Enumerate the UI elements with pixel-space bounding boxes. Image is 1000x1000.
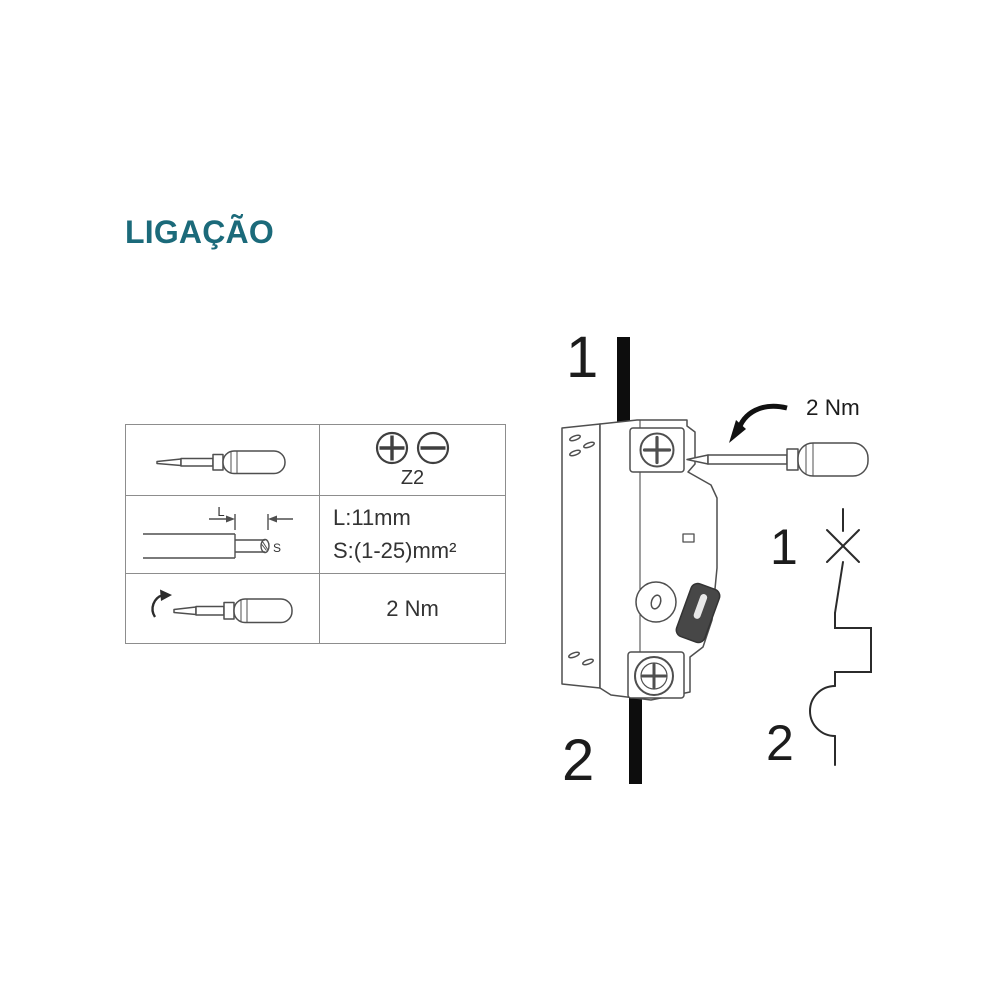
top-wire [617, 337, 630, 432]
circuit-breaker-drawing [561, 419, 721, 701]
toggle-lever [675, 582, 721, 644]
wire-section-dim-label: S [273, 541, 281, 555]
screwdriver-size-label: Z2 [400, 467, 425, 489]
status-window [682, 533, 695, 543]
spec-row-torque-value-cell: 2 Nm [320, 574, 505, 643]
torque-screwdriver-icon [150, 589, 293, 623]
slotted-screw-icon [416, 431, 449, 465]
schematic-bottom-terminal-number: 2 [766, 715, 794, 771]
vent-slot-icon [569, 434, 581, 442]
magnetic-coil [809, 685, 836, 737]
vent-slot-icon [582, 658, 594, 666]
vent-slot-icon [568, 651, 580, 659]
vent-slot-icon [583, 441, 595, 449]
torque-value-label: 2 Nm [806, 395, 860, 420]
thermal-element [834, 612, 872, 687]
strip-length-value: L:11mm [333, 505, 411, 530]
wire-strip-diagram: L S [143, 504, 293, 559]
switch-blade [834, 561, 844, 614]
spec-row-torque-cell [126, 574, 320, 643]
schematic-top-terminal-number: 1 [770, 519, 798, 575]
screwdriver-icon [155, 450, 286, 475]
spec-table: Z2 L S L:11mm S [125, 424, 506, 644]
vent-slot-icon [569, 449, 581, 457]
rotation-arrow-icon [150, 589, 172, 618]
toggle-pivot [635, 581, 677, 623]
page-title: LIGAÇÃO [125, 214, 274, 250]
spec-row-screw-type-cell: Z2 [320, 425, 505, 496]
screw-head-symbols [375, 431, 449, 465]
spec-row-tool-cell [126, 425, 320, 496]
breaker-schematic-symbol [809, 508, 872, 766]
torque-value: 2 Nm [386, 595, 439, 621]
bottom-wire-number: 2 [562, 728, 594, 793]
bottom-wire [629, 692, 642, 784]
spec-row-strip-cell: L S [126, 496, 320, 574]
torque-rotation-arrow-icon [729, 403, 788, 443]
screwdriver-drawing [686, 442, 869, 477]
wire-section-value: S:(1-25)mm² [333, 538, 457, 563]
spec-row-strip-values-cell: L:11mm S:(1-25)mm² [320, 496, 505, 574]
top-wire-number: 1 [566, 325, 598, 390]
phillips-screw-icon [375, 431, 408, 465]
strip-length-dim-label: L [217, 504, 224, 519]
